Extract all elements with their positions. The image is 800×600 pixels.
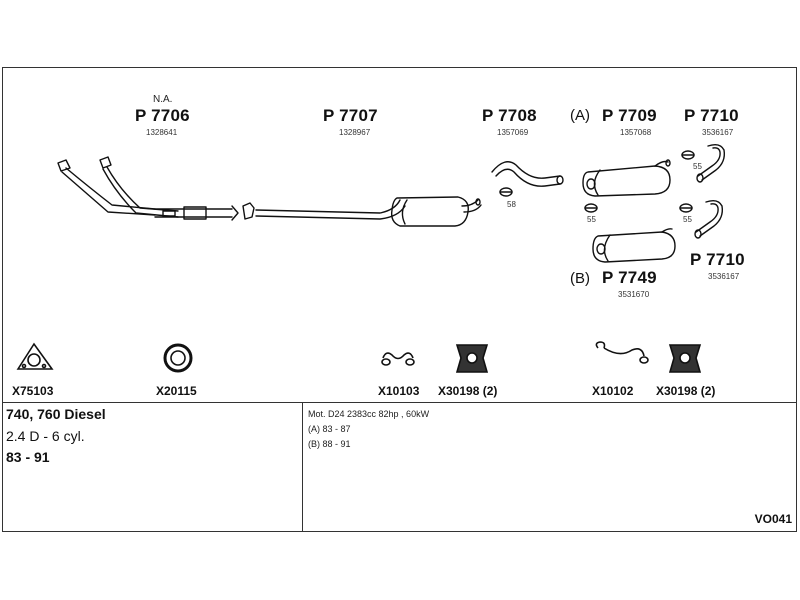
- diagram-reference: VO041: [754, 512, 792, 526]
- rubber-hanger-icon: [381, 352, 415, 366]
- oem-number: 1357068: [620, 128, 652, 137]
- variant-label: (B): [570, 270, 590, 287]
- accessory-code: X10103: [378, 384, 420, 398]
- tail-tip-upper-drawing: [696, 143, 726, 183]
- rear-silencer-b-drawing: [592, 228, 676, 263]
- rear-silencer-a-drawing: [582, 159, 671, 197]
- intermediate-pipe-drawing: [242, 196, 482, 227]
- oem-number: 1328641: [146, 128, 178, 137]
- front-pipe-drawing: [57, 156, 239, 221]
- clamp-icon: [584, 203, 598, 213]
- clamp-size: 55: [693, 162, 702, 171]
- rubber-hanger-icon: [595, 341, 649, 364]
- accessory-code: X30198 (2): [656, 384, 716, 398]
- variant-years: (A) 83 - 87: [308, 424, 351, 434]
- clamp-size: 55: [683, 215, 692, 224]
- vehicle-model: 740, 760 Diesel: [6, 406, 106, 422]
- oem-number: 1328967: [339, 128, 371, 137]
- ring-gasket-icon: [163, 343, 193, 373]
- part-number: P 7706: [135, 106, 190, 125]
- accessory-code: X30198 (2): [438, 384, 498, 398]
- oem-number: 1357069: [497, 128, 529, 137]
- part-note: N.A.: [153, 94, 173, 105]
- accessory-code: X10102: [592, 384, 634, 398]
- part-number: P 7708: [482, 106, 537, 125]
- engine-spec: Mot. D24 2383cc 82hp , 60kW: [308, 409, 430, 419]
- clamp-icon: [681, 150, 695, 160]
- vehicle-engine: 2.4 D - 6 cyl.: [6, 428, 85, 444]
- clamp-icon: [679, 203, 693, 213]
- diagram-frame: [2, 67, 797, 532]
- part-number: P 7710: [690, 250, 745, 269]
- part-number: P 7749: [602, 268, 657, 287]
- variant-years: (B) 88 - 91: [308, 439, 351, 449]
- oem-number: 3536167: [702, 128, 734, 137]
- clamp-size: 55: [587, 215, 596, 224]
- tail-tip-lower-drawing: [694, 199, 724, 239]
- oem-number: 3531670: [618, 290, 650, 299]
- clamp-size: 58: [507, 200, 516, 209]
- part-number: P 7707: [323, 106, 378, 125]
- flange-gasket-icon: [16, 342, 54, 370]
- accessory-code: X75103: [12, 384, 54, 398]
- mounting-block-icon: [455, 344, 489, 373]
- tail-pipe-drawing: [491, 161, 564, 197]
- mounting-block-icon: [668, 344, 702, 373]
- part-number: P 7709: [602, 106, 657, 125]
- info-divider: [2, 402, 797, 403]
- variant-label: (A): [570, 107, 590, 124]
- info-column-divider: [302, 402, 303, 532]
- vehicle-years: 83 - 91: [6, 449, 50, 465]
- accessory-code: X20115: [156, 384, 197, 398]
- oem-number: 3536167: [708, 272, 740, 281]
- part-number: P 7710: [684, 106, 739, 125]
